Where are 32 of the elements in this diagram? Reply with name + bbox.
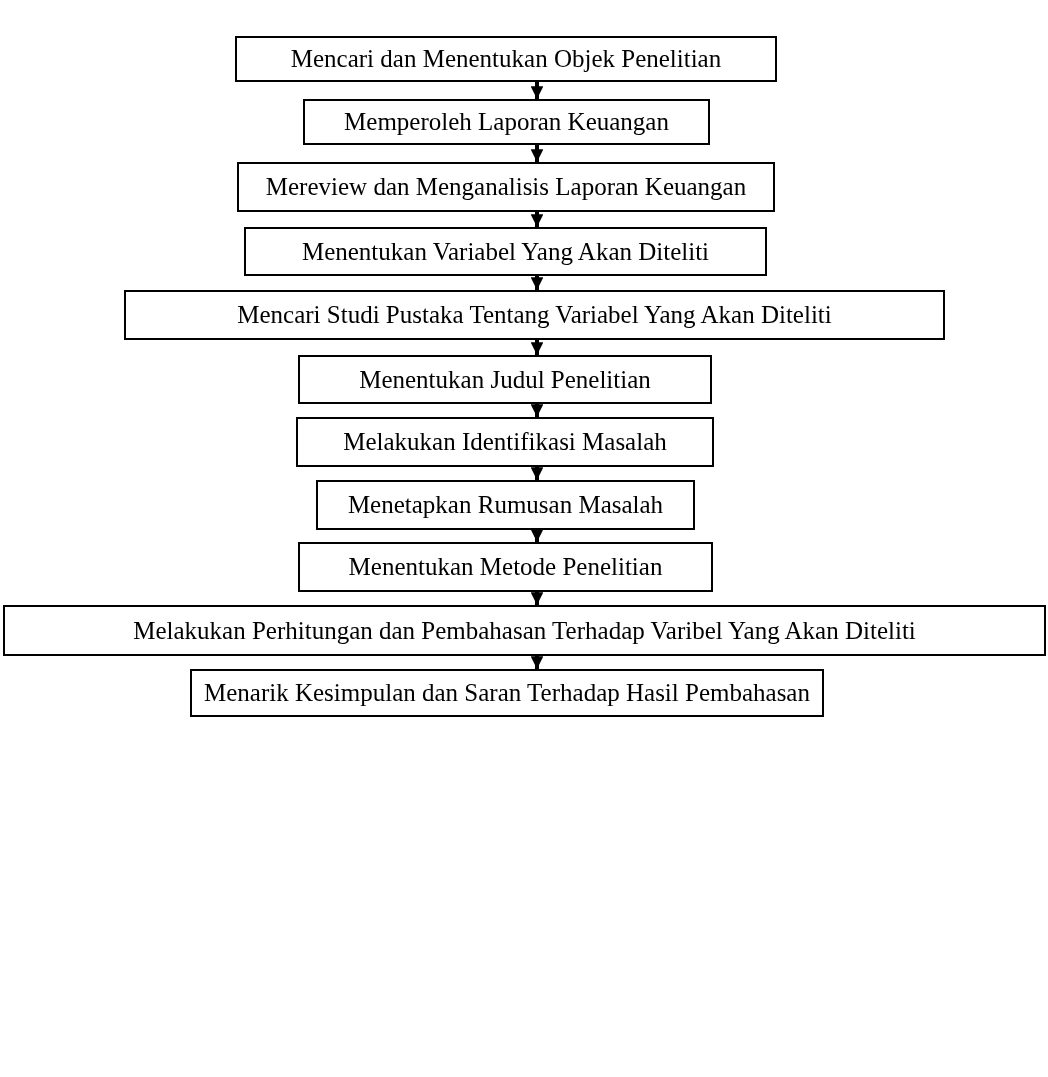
arrow	[530, 404, 544, 417]
step-text: Melakukan Perhitungan dan Pembahasan Terhadap Varibel Yang Akan Diteliti	[133, 616, 916, 645]
process-box	[235, 36, 777, 82]
process-box	[124, 290, 945, 340]
process-box	[296, 417, 714, 467]
process-box	[298, 542, 713, 592]
step-text: Mereview dan Menganalisis Laporan Keuangan	[265, 173, 747, 201]
step-text: Menetapkan Rumusan Masalah	[347, 491, 664, 519]
step-text: Menentukan Judul Penelitian	[359, 365, 651, 394]
arrow	[530, 656, 544, 669]
step-text: Mencari dan Menentukan Objek Penelitian	[290, 45, 722, 73]
step-text: Menentukan Metode Penelitian	[348, 553, 663, 581]
process-box	[303, 99, 710, 145]
step-text: Memperoleh Laporan Keuangan	[344, 108, 669, 136]
process-box	[316, 480, 695, 530]
arrow	[530, 145, 544, 162]
arrow	[530, 82, 544, 99]
arrow	[530, 340, 544, 355]
process-box	[237, 162, 775, 212]
process-box	[3, 605, 1046, 656]
arrow	[530, 276, 544, 290]
step-text: Menentukan Variabel Yang Akan Diteliti	[301, 237, 710, 266]
step-text: Melakukan Identifikasi Masalah	[343, 428, 667, 456]
process-box	[244, 227, 767, 276]
arrow	[530, 212, 544, 227]
process-box	[298, 355, 712, 404]
step-text: Mencari Studi Pustaka Tentang Variabel Yang Akan Diteliti	[237, 301, 832, 329]
step-text: Menarik Kesimpulan dan Saran Terhadap Hasil Pembahasan	[204, 679, 810, 707]
arrow	[530, 592, 544, 605]
process-box	[190, 669, 824, 717]
arrow	[530, 467, 544, 480]
arrow	[530, 529, 544, 542]
